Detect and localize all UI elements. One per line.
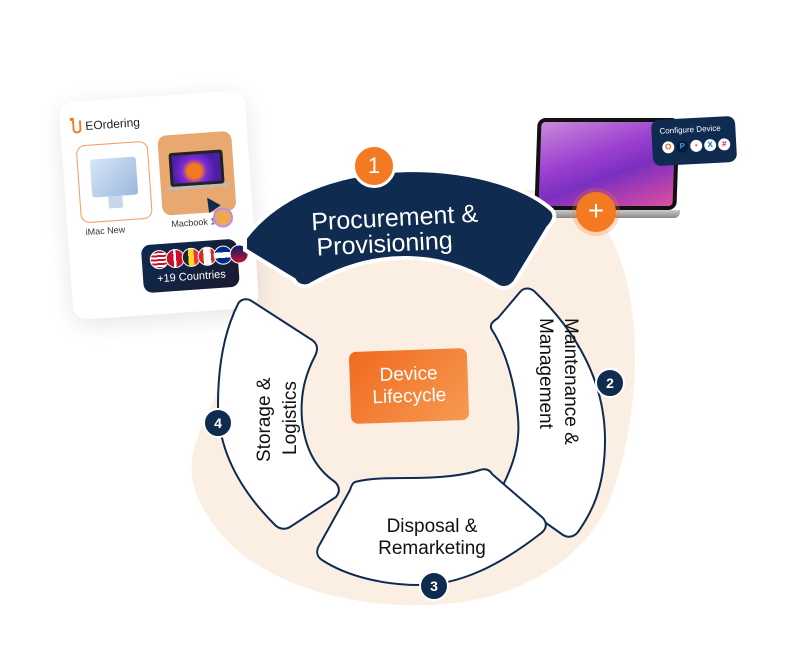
stage-3-line2: Remarketing (378, 538, 486, 559)
step-badge-2: 2 (595, 368, 625, 398)
center-label-line2: Lifecycle (372, 384, 447, 409)
add-button[interactable]: + (576, 192, 616, 232)
stage-4-line2: Logistics (280, 381, 301, 455)
center-label: Device Lifecycle (348, 347, 470, 425)
step-badge-4: 4 (203, 408, 233, 438)
stage-2-line2: Management (535, 318, 556, 430)
segment-storage[interactable] (216, 298, 340, 530)
segment-maintenance[interactable] (489, 287, 607, 538)
stage-3-line1: Disposal & (387, 516, 478, 537)
stage-2-line1: Maintenance & (560, 318, 581, 445)
segment-disposal[interactable] (316, 468, 547, 587)
segment-procurement[interactable] (243, 167, 557, 291)
step-badge-3: 3 (419, 571, 449, 601)
step-badge-1: 1 (352, 144, 396, 188)
stage-4-line1: Storage & (254, 377, 275, 462)
